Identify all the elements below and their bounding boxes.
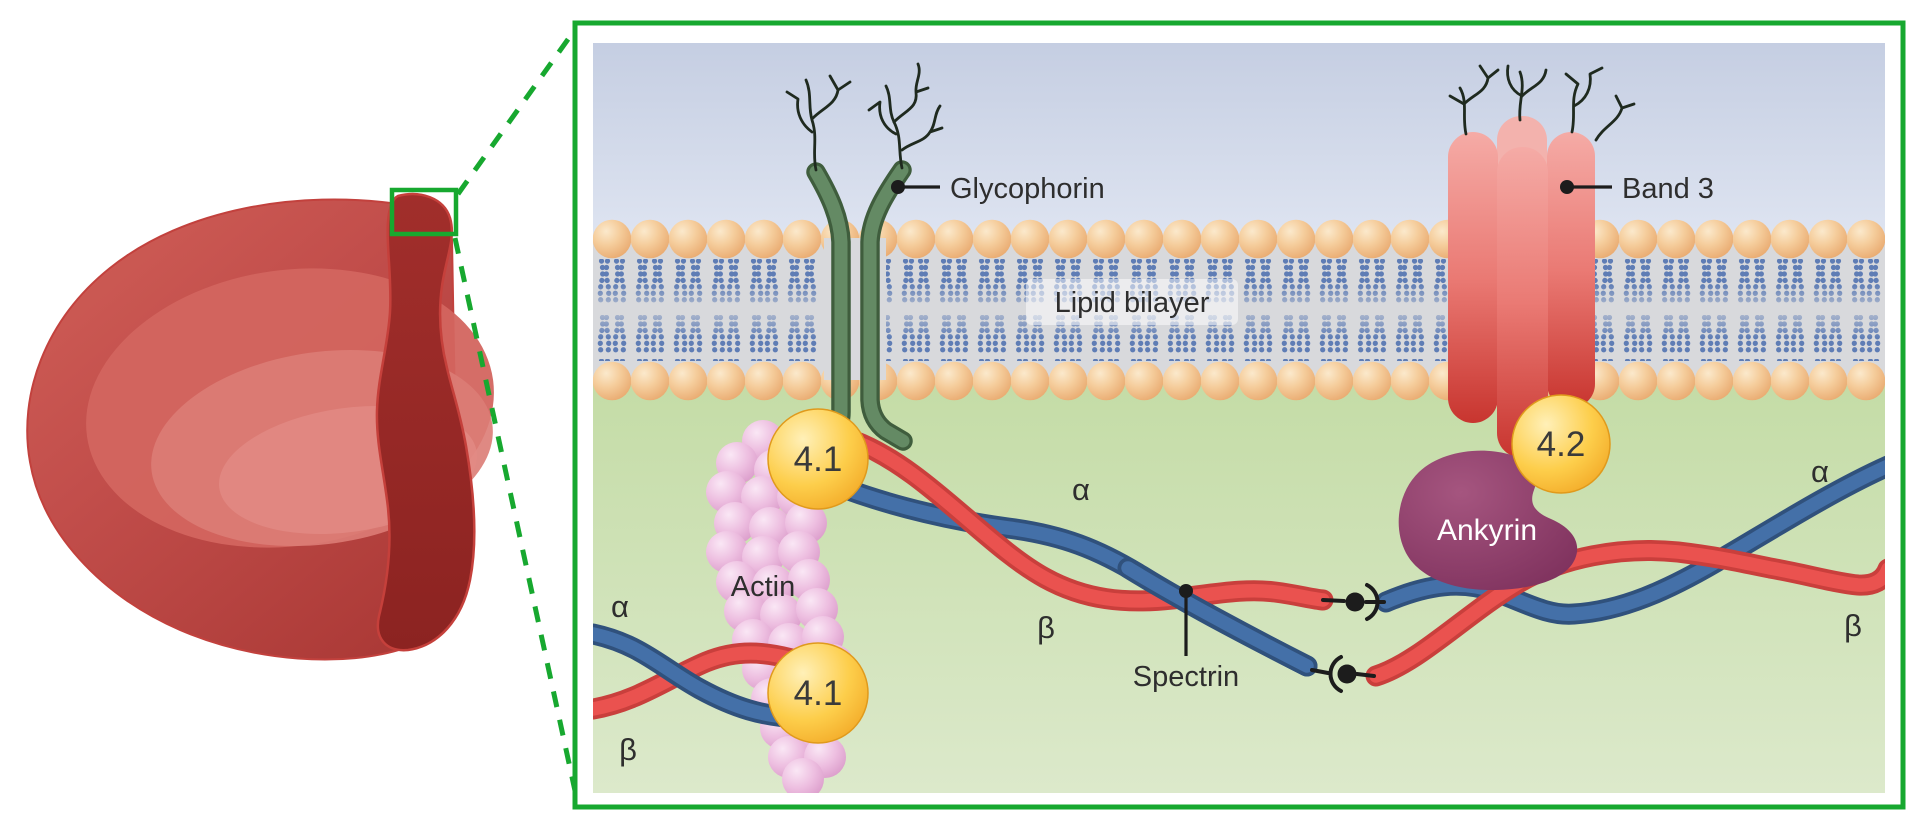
- leader-dot: [891, 180, 905, 194]
- extracellular-background: [593, 43, 1885, 238]
- band3-label: Band 3: [1622, 173, 1714, 205]
- band3-rod-left: [1448, 132, 1498, 423]
- ankyrin-label: Ankyrin: [1437, 514, 1537, 547]
- leader-dot: [1179, 584, 1193, 598]
- zoom-dashed-line-bottom: [452, 237, 580, 801]
- lipid-bilayer-label-bg: [1026, 279, 1238, 325]
- beta-label-center: β: [1037, 610, 1055, 645]
- protein-4-1-top-label: 4.1: [794, 440, 843, 479]
- beta-label-right: β: [1844, 608, 1862, 643]
- beta-label-left: β: [619, 732, 637, 767]
- protein-4-1-top: 4.1: [767, 408, 869, 510]
- lipid-head-row-bottom: [593, 361, 1885, 401]
- alpha-label-center: α: [1072, 472, 1090, 507]
- lipid-tails-bottom-leaflet: [593, 315, 1885, 361]
- protein-4-1-bottom-label: 4.1: [794, 674, 843, 713]
- red-blood-cell-illustration: [26, 192, 494, 661]
- spectrin-callout: Spectrin: [1133, 584, 1239, 693]
- zoom-region-square: [389, 187, 459, 237]
- protein-4-2-label: 4.2: [1537, 425, 1586, 464]
- glycophorin-label: Glycophorin: [950, 173, 1105, 205]
- lipid-bilayer-label: Lipid bilayer: [1055, 287, 1210, 319]
- protein-4-2: 4.2: [1511, 394, 1611, 494]
- panel-content: 4.1 4.1 Ankyrin 4.2 Lipid bilayer Glycop…: [593, 43, 1885, 793]
- lipid-bilayer: [593, 219, 1885, 401]
- spectrin-junction-icon: [1321, 583, 1386, 621]
- band3-rod-middle: [1497, 147, 1548, 458]
- leader-dot: [1560, 180, 1574, 194]
- band3-protein: [1448, 64, 1636, 458]
- alpha-label-right: α: [1811, 454, 1829, 489]
- alpha-label-left: α: [611, 589, 629, 624]
- spectrin-junction-icon: [1310, 655, 1376, 693]
- ankyrin-protein: Ankyrin: [1398, 450, 1578, 591]
- lipid-head-row-top: [593, 219, 1885, 259]
- actin-label: Actin: [731, 571, 795, 603]
- zoom-dashed-line-top: [455, 26, 579, 196]
- spectrin-label: Spectrin: [1133, 661, 1239, 693]
- band3-rod-right: [1547, 132, 1595, 408]
- glycophorin-callout: Glycophorin: [891, 173, 1105, 205]
- actin-bead: [782, 758, 824, 793]
- lipid-tails-top-leaflet: [593, 259, 1885, 305]
- band3-glycan-branches: [1448, 64, 1636, 142]
- spectrin-network: [593, 430, 1885, 729]
- lipid-bilayer-label-group: Lipid bilayer: [1026, 279, 1238, 325]
- glycophorin-glycan-branches: [785, 62, 944, 172]
- rbc-cut-surface: [375, 192, 476, 652]
- band3-callout: Band 3: [1560, 173, 1714, 205]
- protein-4-1-bottom: 4.1: [767, 642, 869, 744]
